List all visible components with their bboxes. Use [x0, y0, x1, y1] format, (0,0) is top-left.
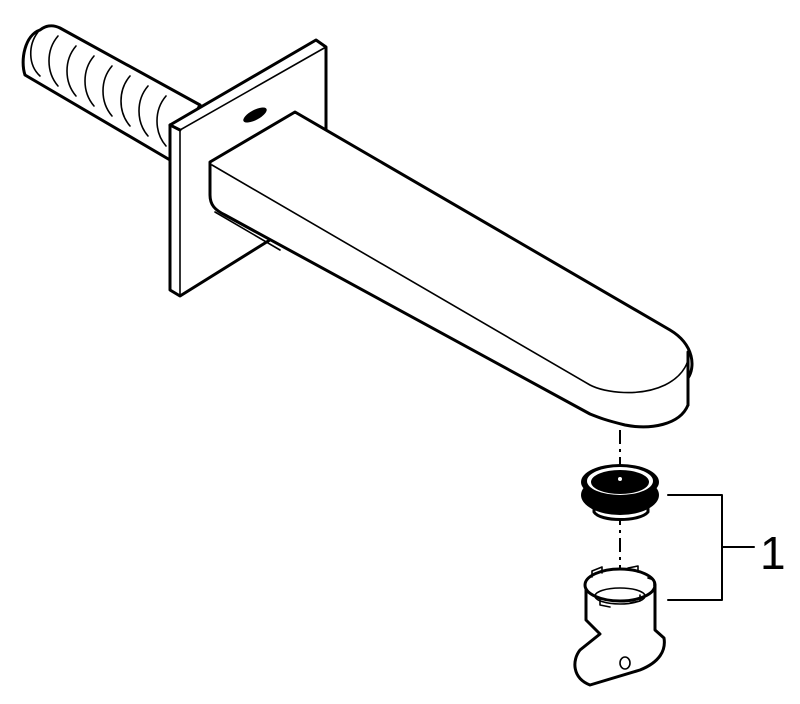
callout-bracket	[667, 494, 755, 601]
threaded-pipe	[21, 24, 202, 162]
logo-mark	[243, 107, 267, 123]
callout-number-1: 1	[760, 527, 786, 579]
aerator-key	[573, 565, 666, 687]
spout-body	[208, 110, 694, 429]
aerator	[581, 464, 659, 521]
